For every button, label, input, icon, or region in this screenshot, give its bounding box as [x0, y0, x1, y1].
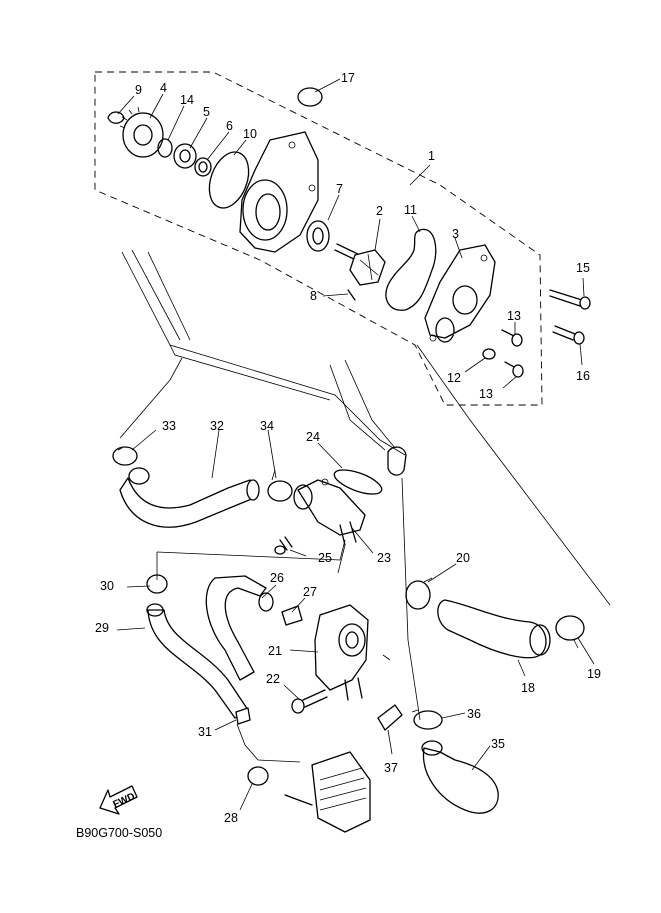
part-10-o-ring: [208, 151, 250, 209]
callout-17: 17: [341, 71, 355, 85]
part-12-washer: [482, 348, 496, 360]
callout-36: 36: [467, 707, 481, 721]
callout-13-upper: 13: [507, 309, 521, 323]
part-13-bolt-upper: [501, 329, 523, 347]
part-35-hose: [421, 740, 499, 814]
part-11-gasket: [385, 228, 437, 311]
part-2-impeller-shaft: [334, 243, 386, 286]
part-22-bolt: [291, 689, 328, 714]
part-18-hose: [437, 599, 551, 659]
part-14-washer: [157, 138, 173, 158]
part-28-clamp: [247, 766, 269, 786]
callout-33: 33: [162, 419, 176, 433]
part-24-o-ring: [333, 469, 383, 495]
part-32-hose: [119, 467, 260, 528]
callout-31: 31: [198, 725, 212, 739]
callout-16: 16: [576, 369, 590, 383]
callout-11: 11: [404, 203, 417, 217]
callout-35: 35: [491, 737, 505, 751]
part-6-seal: [194, 157, 212, 177]
callout-4: 4: [160, 81, 167, 95]
part-34-clamp: [267, 469, 293, 502]
part-27-fitting: [281, 605, 303, 626]
part-17-o-ring: [297, 87, 323, 107]
part-housing: [239, 131, 319, 253]
assembly-boundary: [94, 71, 543, 406]
part-7-bearing: [306, 220, 330, 252]
callout-27: 27: [303, 585, 317, 599]
callout-34: 34: [260, 419, 274, 433]
callout-9: 9: [135, 83, 142, 97]
part-26-hose: [205, 575, 274, 681]
callout-6: 6: [226, 119, 233, 133]
callout-labels: 1 2 3 4 5 6 7 8 9 10 11 12 13 13 14 15 1…: [95, 71, 601, 825]
part-19-clamp: [555, 615, 585, 649]
part-5-bearing: [173, 143, 197, 169]
reference-lines: [119, 344, 611, 763]
part-33-clamp: [112, 446, 138, 466]
callout-23: 23: [377, 551, 391, 565]
callout-24: 24: [306, 430, 320, 444]
part-25-bolt: [274, 536, 293, 555]
radiator-outline: [121, 249, 407, 476]
part-37-holder: [377, 704, 403, 731]
callout-5: 5: [203, 105, 210, 119]
callout-32: 32: [210, 419, 224, 433]
callout-28: 28: [224, 811, 238, 825]
part-15-bolt: [549, 289, 591, 310]
callout-18: 18: [521, 681, 535, 695]
diagram-code: B90G700-S050: [76, 826, 162, 840]
callout-37: 37: [384, 761, 398, 775]
callout-15: 15: [576, 261, 590, 275]
callout-10: 10: [243, 127, 257, 141]
part-21-thermostat-body: [314, 604, 369, 701]
part-8-pin: [347, 289, 356, 301]
fwd-arrow-icon: FWD: [99, 785, 138, 815]
callout-8: 8: [310, 289, 317, 303]
callout-21: 21: [268, 644, 282, 658]
part-20-clamp: [405, 577, 433, 610]
callout-19: 19: [587, 667, 601, 681]
part-36-clamp: [411, 709, 443, 730]
callout-13-lower: 13: [479, 387, 493, 401]
callout-1: 1: [428, 149, 435, 163]
callout-25: 25: [318, 551, 332, 565]
callout-30: 30: [100, 579, 114, 593]
oil-cooler: [284, 751, 371, 833]
part-16-bolt: [552, 325, 585, 345]
part-4-gear: [119, 106, 164, 158]
part-9-circlip: [107, 111, 125, 124]
part-13-bolt-lower: [504, 361, 524, 378]
callout-3: 3: [452, 227, 459, 241]
callout-29: 29: [95, 621, 109, 635]
callout-22: 22: [266, 672, 280, 686]
callout-14: 14: [180, 93, 194, 107]
callout-26: 26: [270, 571, 284, 585]
callout-2: 2: [376, 204, 383, 218]
callout-7: 7: [336, 182, 343, 196]
callout-leaders: [116, 78, 595, 811]
part-3-cover: [424, 244, 496, 343]
callout-12: 12: [447, 371, 461, 385]
part-31-clamp: [235, 707, 251, 725]
callout-20: 20: [456, 551, 470, 565]
part-23-thermostat-housing: [293, 478, 366, 546]
